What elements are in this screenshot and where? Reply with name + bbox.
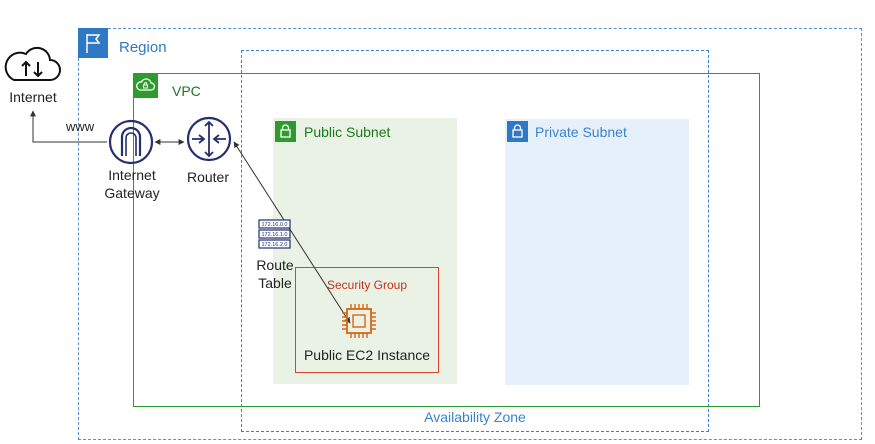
route-entry: 172.16.0.0 <box>262 222 288 228</box>
route-entry: 172.16.2.0 <box>262 242 288 248</box>
route-table-icon: 172.16.0.0 172.16.1.0 172.16.2.0 <box>258 219 291 249</box>
public-subnet-label: Public Subnet <box>304 124 391 140</box>
cloud-upload-download-icon <box>4 46 61 81</box>
region-label: Region <box>119 39 167 56</box>
vpc-label: VPC <box>172 83 201 99</box>
router-icon <box>186 116 232 162</box>
ec2-instance-label: Public EC2 Instance <box>303 347 431 363</box>
internet-gateway-label: Internet Gateway <box>104 167 160 201</box>
region-flag-icon <box>78 28 108 58</box>
internet-gateway-icon <box>108 119 154 165</box>
router-label: Router <box>186 169 230 185</box>
ec2-chip-icon <box>342 304 376 338</box>
public-subnet-lock-icon <box>275 121 296 142</box>
route-table-label: Route Table <box>256 257 294 291</box>
internet-link <box>30 110 107 143</box>
vpc-cloud-lock-icon <box>133 73 158 98</box>
private-subnet-box <box>505 119 689 385</box>
private-subnet-label: Private Subnet <box>535 124 627 140</box>
router-ec2-link <box>233 141 351 324</box>
availability-zone-label: Availability Zone <box>424 409 526 425</box>
route-entry: 172.16.1.0 <box>262 232 288 238</box>
vpc-boundary <box>133 73 760 407</box>
private-subnet-lock-icon <box>507 121 528 142</box>
internet-label: Internet <box>9 89 57 105</box>
region-boundary <box>78 28 862 440</box>
www-label: www <box>66 119 95 134</box>
